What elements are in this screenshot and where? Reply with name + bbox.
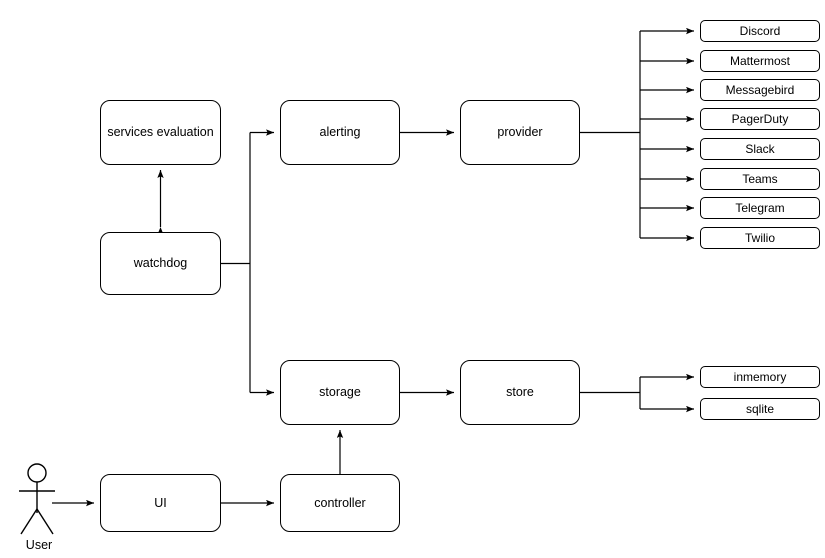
node-label: Telegram <box>735 201 785 215</box>
node-label: provider <box>497 125 543 140</box>
node-messagebird[interactable]: Messagebird <box>700 79 820 101</box>
node-label: UI <box>154 495 167 510</box>
node-label: store <box>506 385 534 400</box>
node-label: PagerDuty <box>731 112 789 126</box>
node-storage[interactable]: storage <box>280 360 400 425</box>
node-discord[interactable]: Discord <box>700 20 820 42</box>
node-alerting[interactable]: alerting <box>280 100 400 165</box>
node-label: controller <box>314 495 366 510</box>
node-label: Discord <box>739 24 781 38</box>
node-twilio[interactable]: Twilio <box>700 227 820 249</box>
node-slack[interactable]: Slack <box>700 138 820 160</box>
node-label: Slack <box>745 142 775 156</box>
node-telegram[interactable]: Telegram <box>700 197 820 219</box>
user-actor-figure <box>19 463 55 535</box>
node-label: alerting <box>319 125 361 140</box>
node-label: Teams <box>742 172 778 186</box>
node-controller[interactable]: controller <box>280 474 400 532</box>
node-label: storage <box>319 385 361 400</box>
node-label: inmemory <box>733 370 787 384</box>
node-watchdog[interactable]: watchdog <box>100 232 221 295</box>
node-label: Mattermost <box>729 54 790 68</box>
node-ui[interactable]: UI <box>100 474 221 532</box>
node-services-evaluation[interactable]: services evaluation <box>100 100 221 165</box>
node-label: Messagebird <box>725 83 795 97</box>
node-store[interactable]: store <box>460 360 580 425</box>
node-teams[interactable]: Teams <box>700 168 820 190</box>
node-label: services evaluation <box>107 125 214 140</box>
node-label: watchdog <box>133 256 188 271</box>
node-inmemory[interactable]: inmemory <box>700 366 820 388</box>
user-actor-label: User <box>25 538 53 552</box>
node-sqlite[interactable]: sqlite <box>700 398 820 420</box>
node-provider[interactable]: provider <box>460 100 580 165</box>
node-pagerduty[interactable]: PagerDuty <box>700 108 820 130</box>
node-label: Twilio <box>744 231 775 245</box>
node-mattermost[interactable]: Mattermost <box>700 50 820 72</box>
node-label: sqlite <box>745 402 774 416</box>
